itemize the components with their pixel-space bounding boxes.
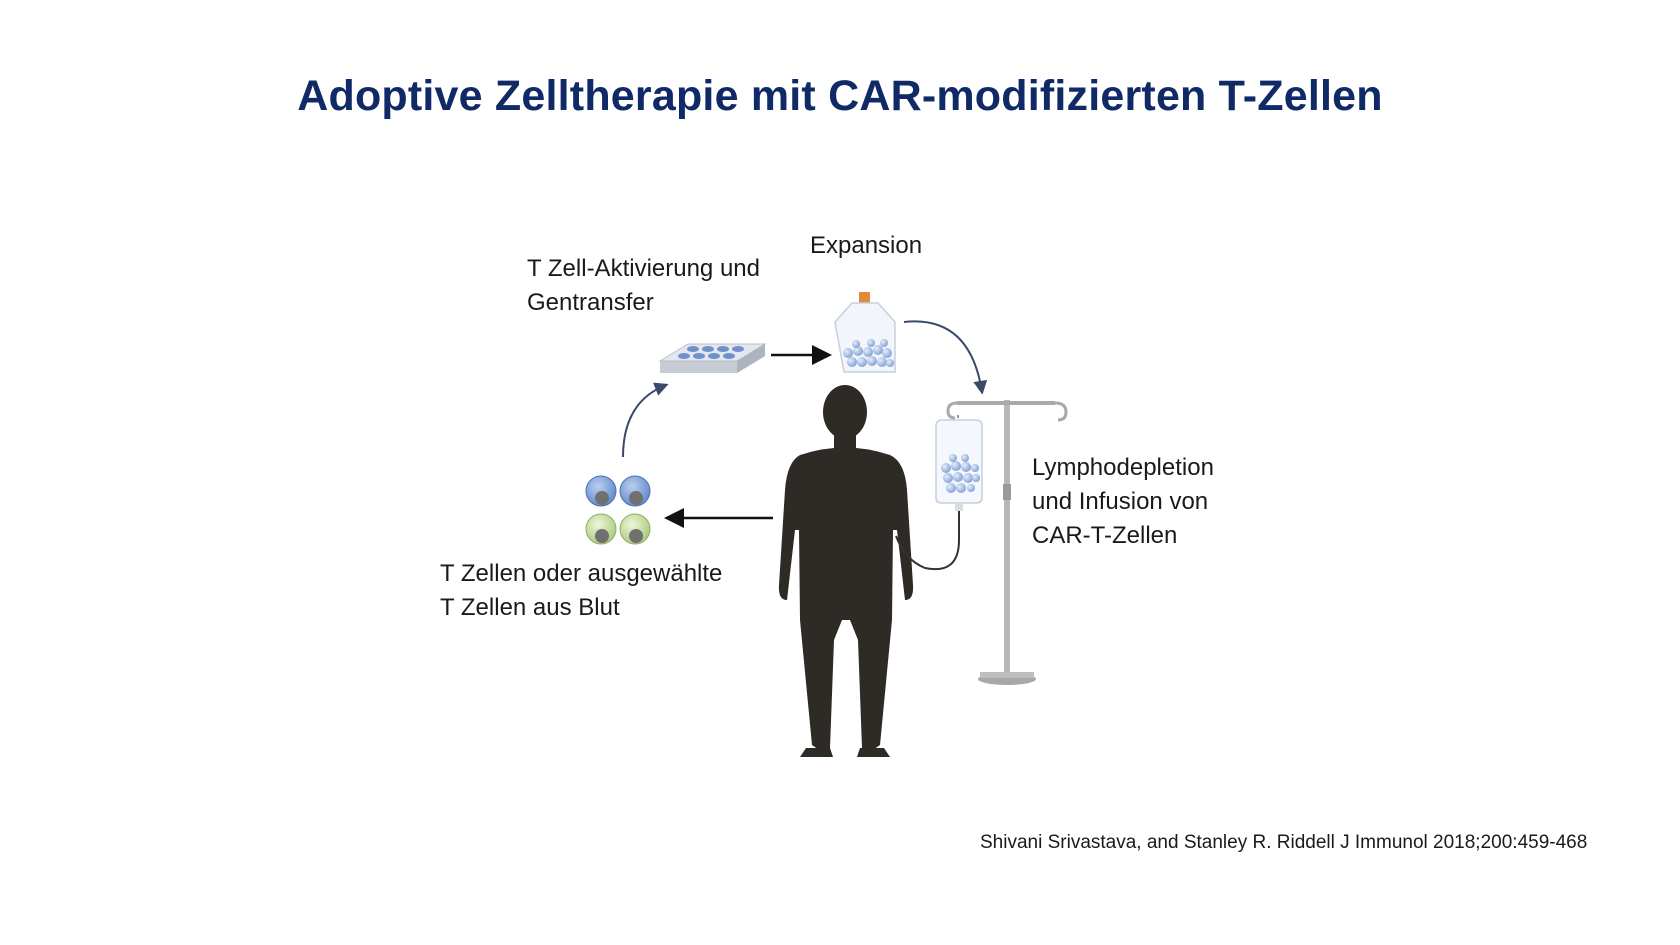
infusion-bag-icon bbox=[895, 415, 983, 571]
iv-tube bbox=[895, 511, 960, 571]
label-line: Gentransfer bbox=[527, 289, 654, 316]
culture-plate-icon bbox=[658, 343, 767, 373]
label-lymphodepletion-infusion: Lymphodepletion und Infusion von CAR-T-Z… bbox=[1032, 451, 1214, 553]
citation: Shivani Srivastava, and Stanley R. Ridde… bbox=[980, 832, 1588, 853]
label-line: CAR-T-Zellen bbox=[1032, 522, 1178, 549]
label-activation-gene-transfer: T Zell-Aktivierung und Gentransfer bbox=[527, 252, 760, 320]
expansion-flask-icon bbox=[834, 292, 896, 373]
label-line: Lymphodepletion bbox=[1032, 454, 1214, 481]
label-line: T Zell-Aktivierung und bbox=[527, 255, 760, 282]
label-line: Expansion bbox=[810, 232, 923, 259]
human-silhouette-icon bbox=[778, 385, 914, 757]
label-line: und Infusion von bbox=[1032, 488, 1209, 515]
label-t-cell-collection: T Zellen oder ausgewählte T Zellen aus B… bbox=[440, 557, 722, 625]
label-expansion: Expansion bbox=[810, 229, 922, 263]
curved-arrow-to-activation bbox=[622, 382, 669, 458]
label-line: T Zellen oder ausgewählte bbox=[440, 560, 723, 587]
t-cells-icon bbox=[585, 475, 651, 545]
iv-stand-icon bbox=[946, 400, 1068, 685]
curved-arrow-to-infusion bbox=[903, 320, 988, 395]
label-line: T Zellen aus Blut bbox=[440, 594, 620, 621]
slide-title: Adoptive Zelltherapie mit CAR-modifizier… bbox=[297, 72, 1383, 120]
